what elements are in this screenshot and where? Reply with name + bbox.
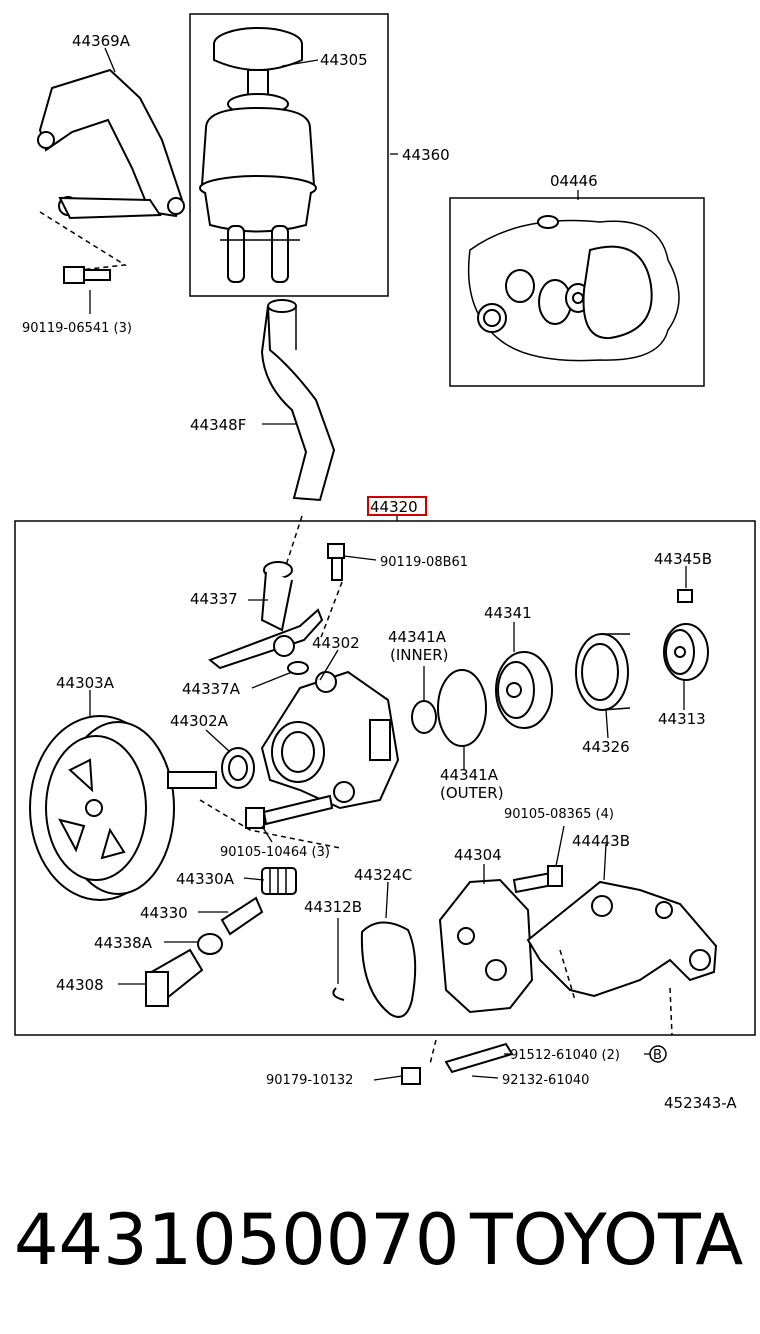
rear-housing-44304 [438, 878, 534, 1014]
label-44360: 44360 [402, 146, 450, 164]
vane-44345B [677, 589, 693, 603]
reservoir-box [189, 13, 389, 297]
gasket-44324C [360, 921, 417, 1018]
oring-44337A [287, 661, 309, 675]
label-44326: 44326 [582, 738, 630, 756]
label-44330A: 44330A [176, 870, 235, 888]
label-90179-10132: 90179-10132 [266, 1073, 353, 1088]
label-44443B: 44443B [572, 832, 630, 850]
part-number: 4431050070 [14, 1199, 460, 1281]
cam-ring-44341 [495, 651, 553, 729]
oring-inner-44341A [411, 700, 437, 734]
label-44313: 44313 [658, 710, 706, 728]
bolt-90119-06541 [63, 266, 111, 284]
label-91512-61040: 91512-61040 (2) [510, 1048, 620, 1063]
label-04446: 04446 [550, 172, 598, 190]
label-44341A-outer: 44341A [440, 766, 499, 784]
snap-ring-44312B [332, 987, 345, 1001]
label-44341: 44341 [484, 604, 532, 622]
oring-44338A [197, 933, 223, 955]
fitting-44337 [208, 561, 324, 670]
label-44338A: 44338A [94, 934, 153, 952]
label-44304: 44304 [454, 846, 502, 864]
valve-44330 [220, 896, 264, 936]
pump-assembly-box [14, 520, 756, 1036]
label-90119-08B61: 90119-08B61 [380, 555, 468, 570]
plug-44308 [145, 948, 204, 1007]
seal-44302A [221, 747, 255, 789]
ring-44326 [575, 633, 631, 711]
brand-name: TOYOTA [470, 1199, 744, 1281]
bolt-90119-08B61 [327, 543, 345, 581]
label-44337A: 44337A [182, 680, 241, 698]
label-44337: 44337 [190, 590, 238, 608]
label-44330: 44330 [140, 904, 188, 922]
label-44345B: 44345B [654, 550, 712, 568]
label-44302A: 44302A [170, 712, 229, 730]
pulley-44303A [29, 715, 217, 901]
bracket-44369A [37, 68, 185, 220]
label-90105-10464: 90105-10464 (3) [220, 845, 330, 860]
label-inner: (INNER) [390, 646, 448, 664]
label-44312B: 44312B [304, 898, 362, 916]
oring-outer-44341A [437, 669, 487, 747]
label-44305: 44305 [320, 51, 368, 69]
gasket-kit [467, 215, 680, 362]
stud-92132-61040 [444, 1042, 514, 1074]
label-outer: (OUTER) [440, 784, 504, 802]
label-44303A: 44303A [56, 674, 115, 692]
hose-44348F [260, 299, 336, 502]
label-44320: 44320 [370, 498, 418, 516]
label-44341A-inner: 44341A [388, 628, 447, 646]
label-90119-06541: 90119-06541 (3) [22, 321, 132, 336]
bracket-44443B [526, 880, 718, 998]
label-44348F: 44348F [190, 416, 246, 434]
label-44308: 44308 [56, 976, 104, 994]
label-92132-61040: 92132-61040 [502, 1073, 589, 1088]
label-44302: 44302 [312, 634, 360, 652]
rotor-44313 [663, 623, 709, 681]
nut-90179-10132 [401, 1067, 421, 1085]
bolt-90105-08365 [512, 865, 563, 894]
label-44369A: 44369A [72, 32, 131, 50]
gasket-kit-box [449, 197, 705, 387]
label-44324C: 44324C [354, 866, 412, 884]
pump-body-44302 [260, 670, 400, 810]
spring-44330A [261, 867, 297, 895]
label-452343-A: 452343-A [664, 1094, 737, 1112]
label-circle-b: B [653, 1048, 662, 1063]
bolt-90105-10464 [245, 794, 334, 829]
reservoir-tank [199, 27, 317, 283]
label-90105-08365: 90105-08365 (4) [504, 807, 614, 822]
